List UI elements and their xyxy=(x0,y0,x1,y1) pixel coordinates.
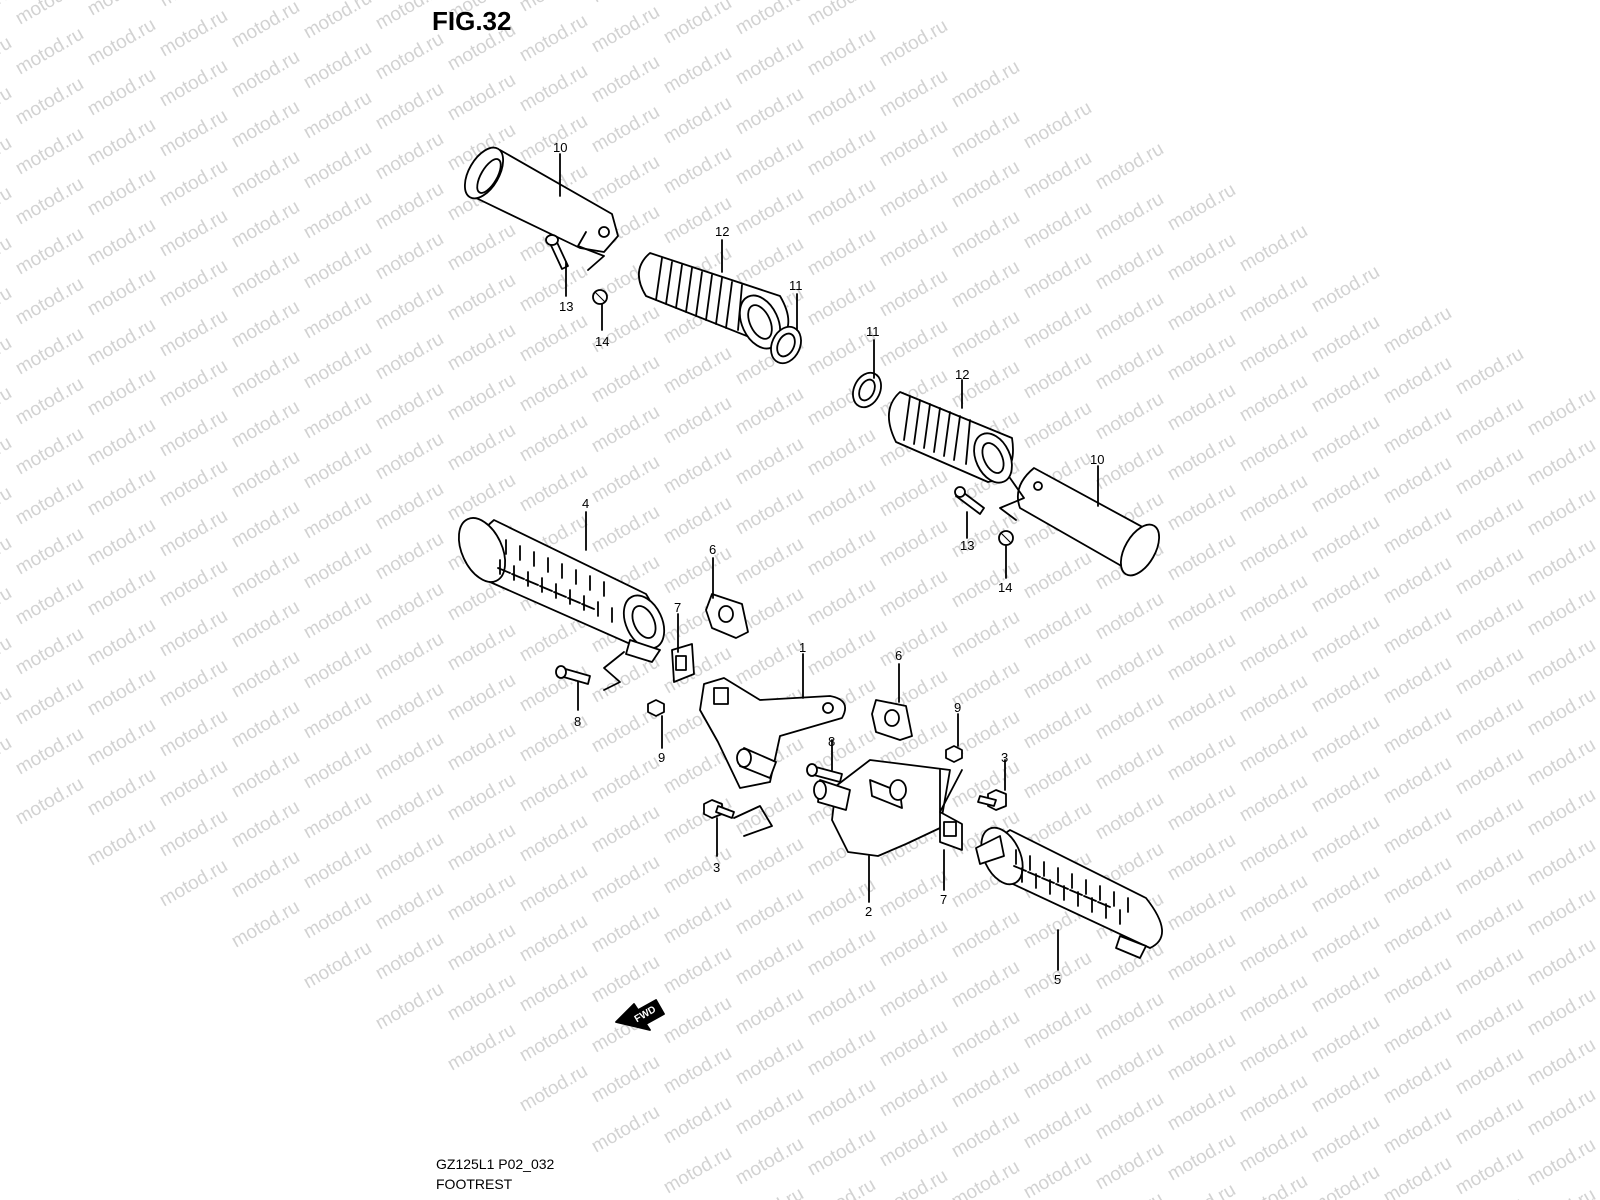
callout-9-right: 9 xyxy=(954,700,961,715)
bolt-3-right xyxy=(977,789,1007,811)
pillion-footrest-left xyxy=(464,146,619,271)
callout-8-right: 8 xyxy=(828,734,835,749)
callout-12-right: 12 xyxy=(955,367,969,382)
callout-14-right: 14 xyxy=(998,580,1012,595)
bolt-8-right xyxy=(806,763,843,783)
figure-name: FOOTREST xyxy=(436,1176,513,1192)
pin-right xyxy=(954,486,985,515)
callout-5: 5 xyxy=(1054,972,1061,987)
callout-13-upper: 13 xyxy=(559,299,573,314)
callout-6-left: 6 xyxy=(709,542,716,557)
callout-10-right: 10 xyxy=(1090,452,1104,467)
callout-11-upper: 11 xyxy=(789,278,803,293)
callout-2: 2 xyxy=(865,904,872,919)
bolt-3-left xyxy=(703,799,735,819)
callout-14-upper: 14 xyxy=(595,334,609,349)
callout-3-left: 3 xyxy=(713,860,720,875)
washer-7-left xyxy=(671,643,695,683)
fwd-arrow: FWD xyxy=(615,999,665,1031)
figure-title: FIG.32 xyxy=(432,6,512,36)
pillion-footrest-right xyxy=(999,467,1160,577)
callout-4: 4 xyxy=(582,496,589,511)
callout-7-left: 7 xyxy=(674,600,681,615)
callout-12-upper: 12 xyxy=(715,224,729,239)
callout-3-right: 3 xyxy=(1001,750,1008,765)
nut-9-left xyxy=(647,699,665,717)
leader-lines xyxy=(559,153,1099,971)
rider-footrest-left xyxy=(457,517,666,691)
figure-code: GZ125L1 P02_032 xyxy=(436,1156,555,1172)
pin-left-upper xyxy=(545,234,569,270)
callout-10-upper: 10 xyxy=(553,140,567,155)
callout-7-right: 7 xyxy=(940,892,947,907)
left-arrow-icon xyxy=(615,999,665,1031)
callout-8-left: 8 xyxy=(574,714,581,729)
washer-upper xyxy=(770,325,802,365)
spacer-6-right xyxy=(871,699,913,741)
footrest-rubber-upper xyxy=(638,252,790,350)
footrest-bracket-2 xyxy=(813,759,963,857)
bolt-8-left xyxy=(555,665,591,685)
washer-7-right xyxy=(939,811,963,851)
nut-9-right xyxy=(945,745,963,763)
cotter-pin-left-upper xyxy=(592,289,608,305)
washer-right xyxy=(852,371,882,409)
callout-numbers: 10 13 14 12 11 11 12 10 13 14 4 6 7 1 8 … xyxy=(553,140,1104,987)
callout-13-right: 13 xyxy=(960,538,974,553)
cotter-pin-right xyxy=(998,530,1014,546)
callout-9-left: 9 xyxy=(658,750,665,765)
rider-footrest-right xyxy=(975,826,1163,959)
callout-6-right: 6 xyxy=(895,648,902,663)
spacer-6-left xyxy=(705,593,749,639)
figure-footer: GZ125L1 P02_032 FOOTREST xyxy=(436,1154,554,1194)
footrest-bracket-1 xyxy=(699,677,846,789)
callout-11-right: 11 xyxy=(866,324,880,339)
footrest-rubber-right xyxy=(888,391,1014,484)
callout-1: 1 xyxy=(799,640,806,655)
